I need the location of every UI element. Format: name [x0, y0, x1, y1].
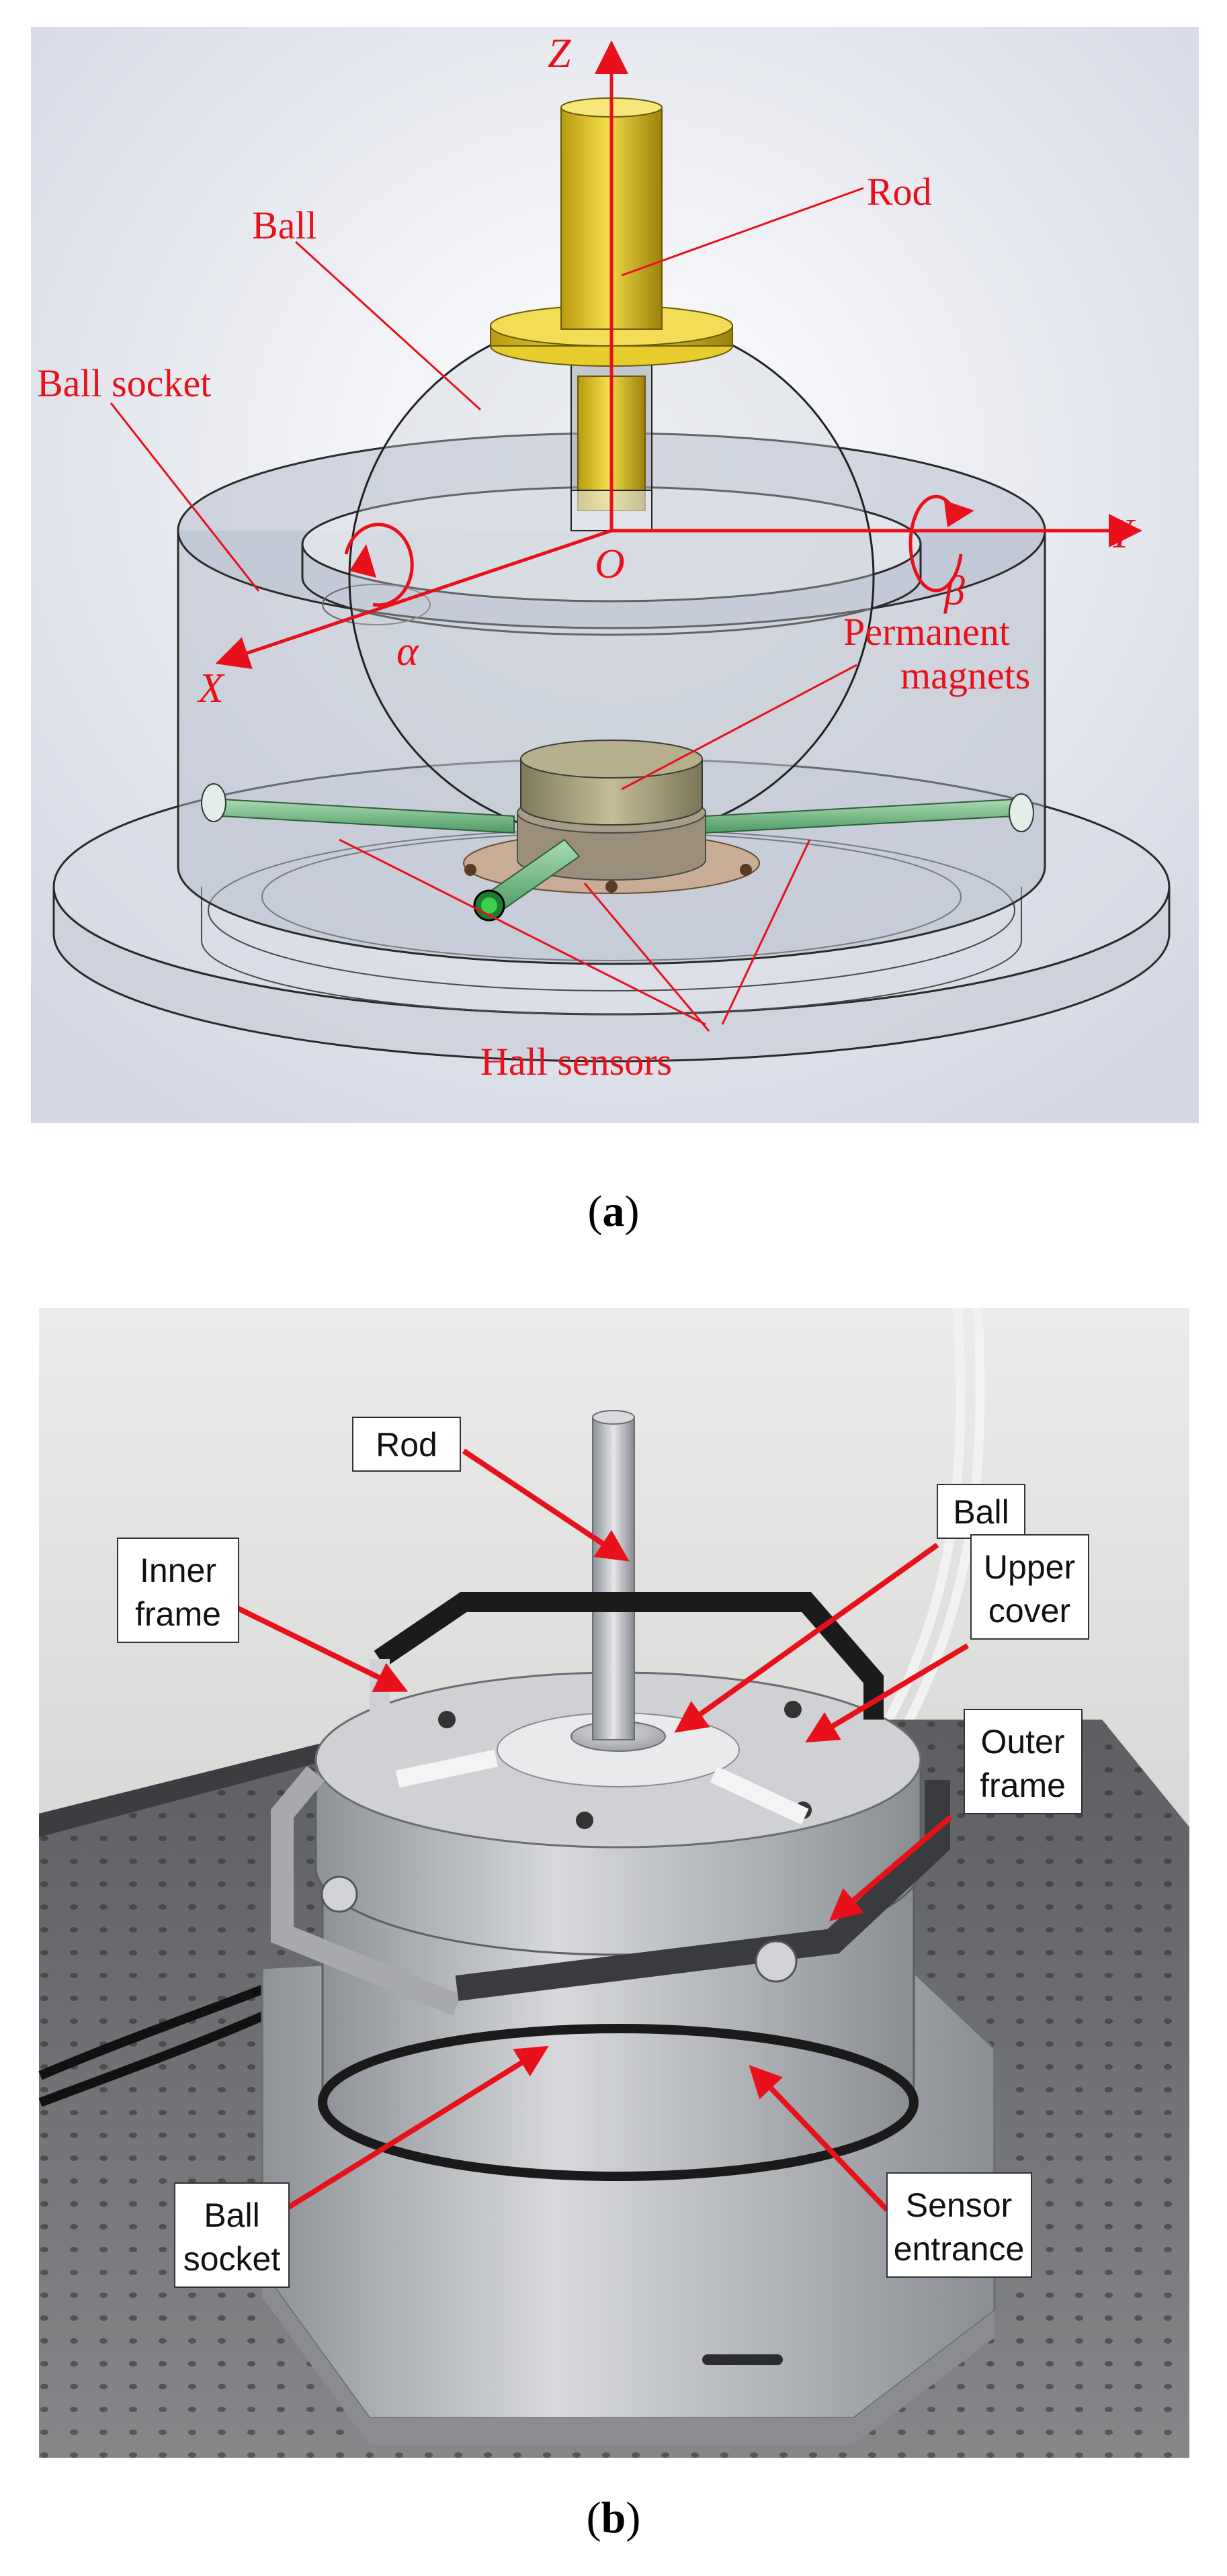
label-b-ball: Ball — [953, 1493, 1009, 1531]
label-ball: Ball — [252, 204, 317, 247]
label-permanent-magnets-line1: Permanent — [843, 610, 1010, 654]
label-rod: Rod — [867, 170, 932, 214]
label-permanent-magnets-line2: magnets — [900, 654, 1030, 697]
label-b-ball-socket-line1: Ball — [204, 2196, 259, 2234]
origin-label: O — [595, 541, 625, 587]
panel-b-label-boxes — [117, 1417, 1089, 2288]
axis-label-z: Z — [548, 31, 571, 77]
label-b-inner-frame-line2: frame — [135, 1595, 221, 1633]
beta-arrowhead — [944, 500, 974, 527]
caption-b: (b) — [587, 2493, 641, 2542]
alpha-arrowhead — [349, 544, 376, 578]
label-b-sensor-entrance-line1: Sensor — [906, 2186, 1012, 2224]
hall-sensors — [201, 783, 1034, 922]
beta-label: β — [943, 568, 965, 614]
label-b-upper-cover-line1: Upper — [984, 1548, 1075, 1586]
rod-metal — [592, 1410, 635, 1740]
panel-b: Rod Ball Inner frame Upper cover Outer f… — [38, 1307, 1189, 2542]
label-b-inner-frame-line1: Inner — [140, 1552, 216, 1589]
axis-label-y: Y — [1109, 511, 1136, 557]
label-b-rod: Rod — [376, 1426, 437, 1464]
alpha-label: α — [396, 629, 419, 674]
alpha-rotation-arc — [344, 523, 414, 607]
panel-a: Z Y X O α β Rod Ball Ball socket Permane… — [31, 27, 1199, 1236]
coordinate-axes — [215, 40, 1142, 669]
caption-a: (a) — [588, 1187, 640, 1236]
label-b-upper-cover-line2: cover — [988, 1592, 1070, 1630]
wall-cables — [869, 1307, 985, 1763]
label-b-outer-frame-line2: frame — [980, 1767, 1066, 1804]
panel-a-leader-lines — [110, 187, 864, 1032]
label-hall-sensors: Hall sensors — [480, 1040, 672, 1083]
label-b-outer-frame-line1: Outer — [980, 1723, 1064, 1761]
panel-b-arrows — [230, 1448, 970, 2216]
x-axis — [215, 529, 612, 669]
label-b-ball-socket-line2: socket — [183, 2240, 281, 2278]
axis-label-x: X — [196, 666, 225, 711]
label-b-sensor-entrance-line2: entrance — [894, 2230, 1025, 2268]
label-ball-socket: Ball socket — [37, 361, 211, 405]
beta-rotation-arc — [908, 494, 963, 592]
outer-frame — [321, 1780, 950, 2001]
